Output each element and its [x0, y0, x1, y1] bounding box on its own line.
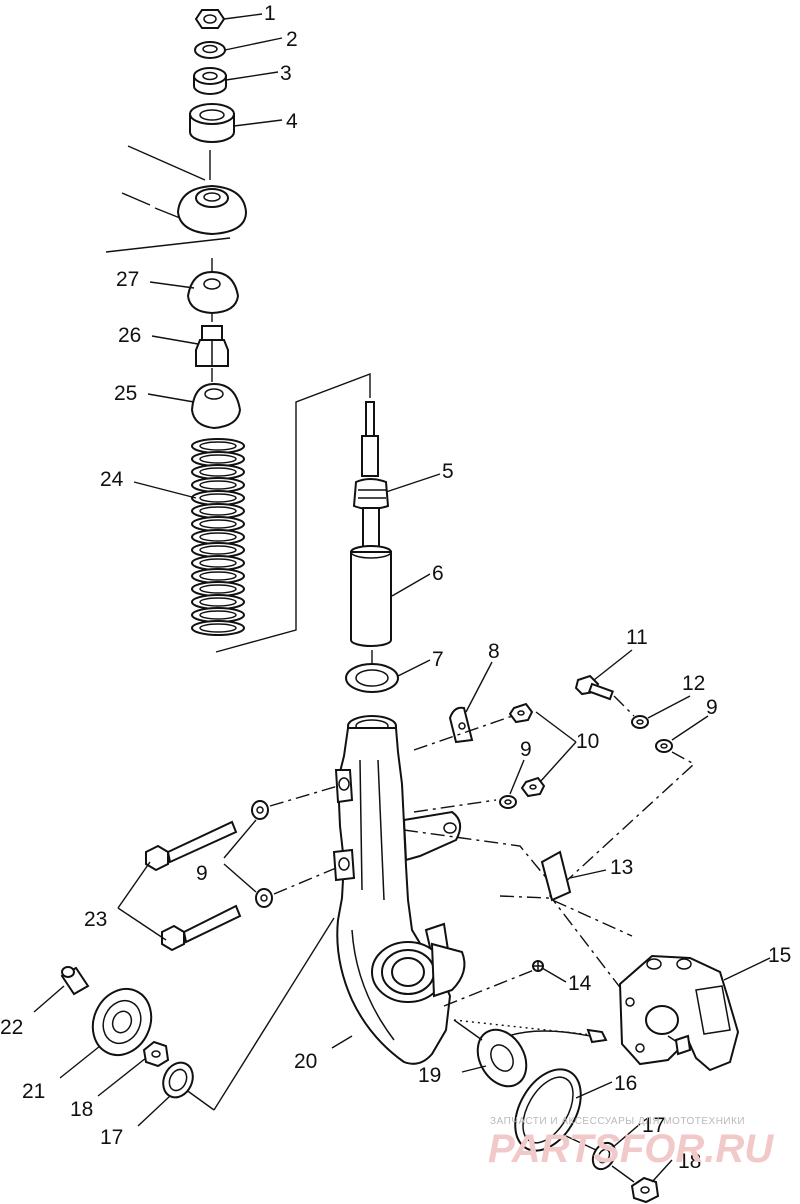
- spring-coil-inner: [199, 558, 237, 568]
- label-27: 27: [116, 268, 139, 291]
- spring-coil-inner: [199, 532, 237, 542]
- part-15-caliper: [618, 954, 740, 1072]
- part-17-seal-lower-right: [591, 1141, 617, 1171]
- label-16: 16: [614, 1072, 637, 1095]
- part-23-bolt-lower: [161, 904, 242, 952]
- label-6: 6: [432, 562, 444, 585]
- part-6-shock-body: [350, 545, 392, 647]
- label-7: 7: [432, 648, 444, 671]
- spring-coil-inner: [199, 584, 237, 594]
- label-1: 1: [264, 2, 276, 25]
- part-26-adjuster-nut: [195, 325, 229, 367]
- spring-coil-inner: [199, 597, 237, 607]
- label-4: 4: [286, 110, 298, 133]
- label-9-left: 9: [196, 862, 208, 885]
- part-7-shock-washer: [345, 663, 399, 693]
- spring-coil-inner: [199, 623, 237, 633]
- part-4-cup-bushing: [189, 103, 235, 143]
- part-17-seal-left: [162, 1061, 194, 1099]
- part-9-washer-right: [655, 739, 673, 753]
- label-18-right: 18: [678, 1150, 701, 1173]
- label-5: 5: [442, 460, 454, 483]
- leader-lines: [33, 13, 771, 1183]
- part-21-hub-seal: [91, 987, 153, 1057]
- part-19-brake-disc: [476, 1028, 528, 1088]
- part-2-washer: [194, 41, 226, 59]
- part-12-washer: [631, 715, 649, 729]
- label-20: 20: [294, 1050, 317, 1073]
- part-27-spring-cap: [186, 270, 240, 315]
- label-11: 11: [626, 626, 648, 649]
- label-15: 15: [768, 944, 791, 967]
- part-8-bracket: [448, 706, 474, 744]
- part-labels: 1 2 3 4 27 26 25 24 5 6 7 8 10 9 11 12 9…: [0, 2, 791, 1173]
- part-5-shock-shaft: [352, 401, 390, 549]
- label-25: 25: [114, 382, 137, 405]
- part-16-drum: [514, 1068, 582, 1152]
- label-21: 21: [22, 1080, 45, 1103]
- part-14-screw: [532, 960, 544, 972]
- part-9-washer-mid: [499, 795, 517, 809]
- label-2: 2: [286, 28, 298, 51]
- spring-coil-inner: [199, 493, 237, 503]
- part-23-bolt-upper: [145, 820, 238, 872]
- spring-coil-inner: [199, 545, 237, 555]
- label-22: 22: [0, 1016, 23, 1039]
- label-12: 12: [682, 672, 705, 695]
- part-18-nut-lower-right: [630, 1176, 660, 1204]
- label-18-left: 18: [70, 1098, 93, 1121]
- spring-coil-inner: [199, 506, 237, 516]
- label-3: 3: [280, 62, 292, 85]
- part-25-spring-seat: [190, 382, 242, 430]
- part-11-bolt: [574, 674, 614, 701]
- part-20-strut-housing: [332, 715, 466, 1065]
- label-19: 19: [418, 1064, 441, 1087]
- label-9-right: 9: [706, 696, 718, 719]
- spring-coil-inner: [199, 454, 237, 464]
- brake-line: [507, 1028, 608, 1044]
- label-24: 24: [100, 468, 124, 491]
- label-8: 8: [488, 640, 500, 663]
- frame-mount: [105, 145, 248, 253]
- label-23: 23: [84, 908, 107, 931]
- watermark: ЗАПЧАСТИ И АКСЕССУАРЫ ДЛЯ МОТОТЕХНИКИ PA…: [488, 1116, 774, 1171]
- label-17-left: 17: [100, 1126, 123, 1149]
- label-26: 26: [118, 324, 141, 347]
- spring-coil-inner: [199, 467, 237, 477]
- part-10-nut-lower: [520, 776, 546, 798]
- part-9-washer-lower-left: [255, 888, 273, 908]
- part-3-bushing: [193, 67, 227, 95]
- label-10: 10: [576, 730, 599, 753]
- part-24-coil-spring: [191, 438, 245, 636]
- spring-coil-inner: [199, 571, 237, 581]
- part-22-grease-cap: [60, 966, 90, 996]
- label-14: 14: [568, 972, 592, 995]
- spring-coil-inner: [199, 441, 237, 451]
- part-13-pad: [540, 850, 572, 902]
- part-10-nut-upper: [508, 702, 534, 724]
- label-9-mid: 9: [520, 738, 532, 761]
- label-17-right: 17: [642, 1114, 665, 1137]
- watermark-caption: ЗАПЧАСТИ И АКСЕССУАРЫ ДЛЯ МОТОТЕХНИКИ: [490, 1116, 745, 1127]
- spring-coil-inner: [199, 519, 237, 529]
- watermark-site: PARTSFOR.RU: [488, 1127, 774, 1171]
- part-1-nut: [194, 9, 226, 29]
- spring-coil-inner: [199, 610, 237, 620]
- spring-coil-inner: [199, 480, 237, 490]
- label-13: 13: [610, 856, 633, 879]
- part-9-washer-upper-left: [251, 800, 269, 820]
- part-18-nut-left: [142, 1040, 170, 1068]
